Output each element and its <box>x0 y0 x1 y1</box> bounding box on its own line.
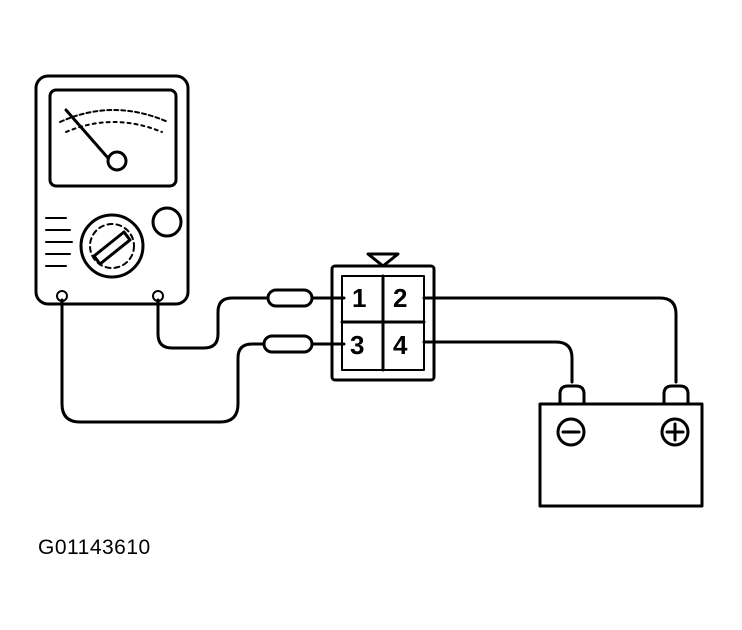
selector-knob <box>92 230 132 266</box>
selector-dial-inner <box>89 223 135 269</box>
needle-pivot <box>106 150 128 172</box>
zero-adjust-knob[interactable] <box>151 206 183 238</box>
multimeter-display <box>48 88 178 188</box>
multimeter-scale-arc <box>59 109 169 123</box>
connector: 1 2 3 4 <box>330 252 436 382</box>
battery-negative-terminal <box>558 384 586 406</box>
figure-code: G01143610 <box>38 536 151 559</box>
pin-2-label: 2 <box>393 283 407 313</box>
multimeter-scale-arc-2 <box>65 121 163 133</box>
wire-meter-to-pin-3 <box>60 298 266 424</box>
pin-3-label: 3 <box>350 330 364 360</box>
multimeter <box>34 74 190 306</box>
minus-icon <box>556 417 586 447</box>
plus-icon <box>660 417 690 447</box>
multimeter-body <box>34 74 190 306</box>
wire-meter-to-pin-1 <box>156 296 270 350</box>
probe-plug-pin-1 <box>266 288 314 308</box>
battery <box>538 384 704 508</box>
wire-pin-4-to-negative <box>422 340 574 384</box>
connector-lock-tab <box>366 252 400 268</box>
multimeter-range-marks <box>45 217 73 267</box>
battery-positive-terminal <box>662 384 690 406</box>
connector-housing <box>330 264 436 382</box>
wire-pin-2-to-positive <box>422 296 678 384</box>
selector-dial[interactable] <box>79 213 145 279</box>
probe-plug-pin-3 <box>262 334 314 354</box>
pin-4-label: 4 <box>393 330 408 360</box>
pin-1-label: 1 <box>352 283 366 313</box>
battery-body <box>538 402 704 508</box>
multimeter-needle <box>64 108 110 160</box>
